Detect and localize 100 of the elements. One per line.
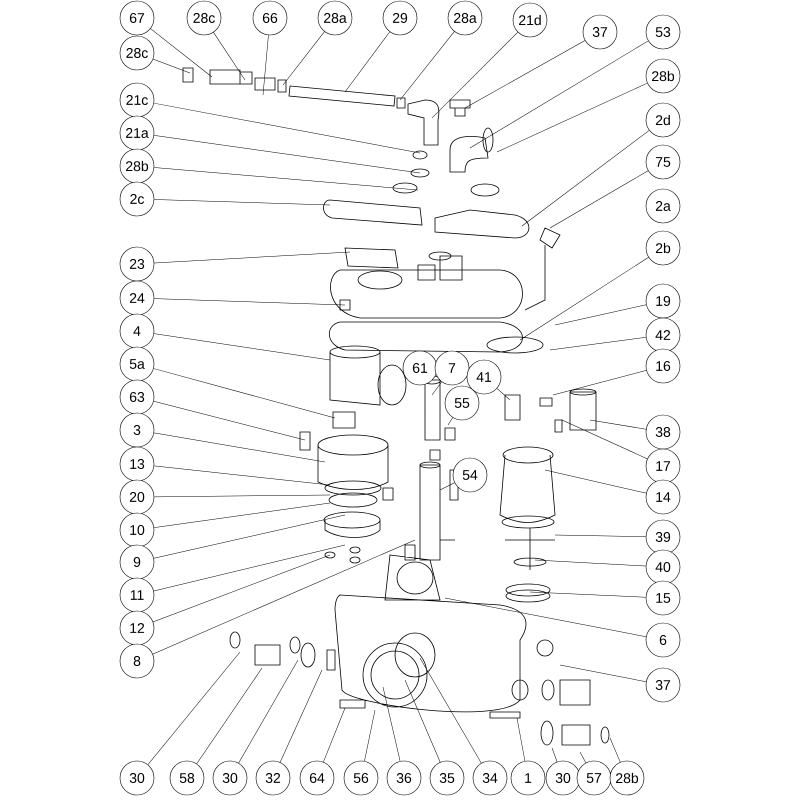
callout-number: 35 [430,760,464,796]
callout-number: 4 [120,314,154,348]
callout-number: 29 [382,0,418,36]
leader-line [420,658,482,764]
callout-number: 6 [646,622,680,658]
leader-line [344,32,390,92]
callout-number: 63 [120,380,154,414]
leader-line [213,32,246,80]
callout-number: 53 [646,14,680,50]
callout-number: 7 [434,350,470,386]
callout-number: 39 [646,520,680,554]
leader-line [470,40,648,148]
leader-line [154,333,330,360]
callout-number: 16 [646,348,680,384]
leader-line [516,718,526,762]
leader-line [152,58,190,74]
leader-line [448,417,453,426]
leader-line [554,304,646,326]
callout-number: 20 [120,480,154,514]
callout-number: 23 [120,246,154,282]
leader-line [364,710,376,762]
leader-line [552,370,647,396]
callout-number: 11 [120,578,154,612]
callout-number: 2a [646,188,680,224]
leader-line [196,668,262,764]
callout-number: 21a [120,116,154,150]
callout-number: 1 [510,760,546,796]
callout-number: 30 [546,760,580,796]
leader-line [238,660,298,764]
callout-number: 14 [646,480,680,514]
callout-number: 75 [646,144,680,180]
leader-line [404,680,440,762]
leader-line [496,388,510,400]
callout-number: 28a [318,0,352,36]
leader-line [530,592,646,598]
callout-number: 58 [170,760,204,796]
leader-line [280,670,322,762]
leader-line [560,664,646,682]
leader-line [154,199,330,206]
leader-line [400,31,454,100]
callout-number: 13 [120,446,154,482]
callout-number: 67 [120,0,154,36]
callout-number: 21d [512,2,548,38]
callout-number: 54 [452,458,488,492]
callout-number: 5a [120,346,154,382]
callout-number: 2d [646,102,680,138]
callout-number: 8 [120,644,154,678]
leader-line [534,560,646,566]
callout-number: 12 [120,610,154,646]
callout-number: 3 [120,412,154,448]
leader-line [154,167,418,190]
leader-line [520,257,649,340]
callout-number: 36 [386,760,422,796]
callout-number: 38 [646,414,680,450]
leader-line [282,31,325,86]
callout-number: 61 [402,350,438,386]
callout-number: 17 [646,448,680,484]
leader-line [154,466,330,486]
leader-line [496,82,648,152]
callout-number: 28c [186,0,222,36]
callout-number: 28c [120,36,154,70]
leader-line [154,494,330,498]
callout-number: 34 [472,760,508,796]
leader-line [154,401,306,440]
callout-number: 30 [120,760,154,796]
callout-number: 30 [212,760,248,796]
leader-line [590,420,646,430]
leader-line [464,40,586,108]
leader-line [432,382,442,396]
callout-number: 66 [252,0,288,36]
leader-line [580,752,586,764]
callout-number: 28b [646,58,680,94]
callout-number: 21c [120,82,154,118]
callout-number: 41 [466,360,502,394]
leader-line [323,708,346,762]
callout-number: 28b [120,148,154,184]
leader-line [154,514,346,558]
leader-line [148,652,240,765]
leader-line [562,420,648,460]
callout-number: 64 [300,760,334,796]
callout-number: 40 [646,550,680,584]
callout-number: 56 [344,760,378,796]
leader-line [544,470,646,494]
callout-number: 15 [646,580,680,616]
leader-line [440,482,455,490]
leader-line [154,432,326,462]
callout-number: 19 [646,284,680,318]
callout-number: 37 [646,668,680,702]
leader-line [522,130,650,226]
leader-line [154,135,420,174]
leader-line [432,32,518,118]
callout-number: 2c [120,182,154,216]
callout-number: 37 [582,14,618,50]
leader-line [262,34,269,96]
callout-number: 42 [646,318,680,352]
leader-line [444,598,646,637]
leader-line [550,337,646,350]
leader-line [153,368,336,418]
leader-line [552,748,558,762]
callout-number: 2b [646,230,680,266]
